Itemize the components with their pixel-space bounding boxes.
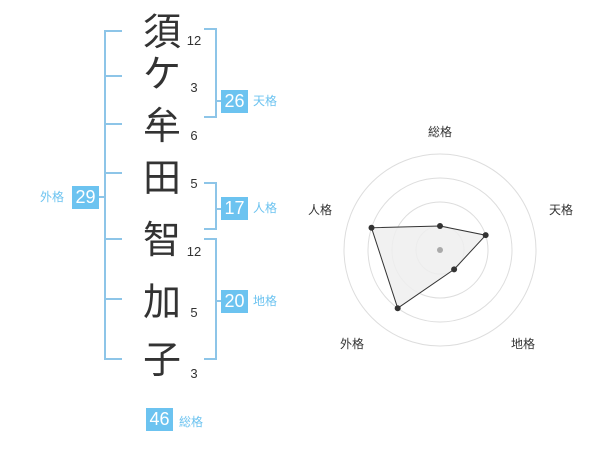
radar-center-point — [437, 247, 443, 253]
soukaku-label: 総格 — [179, 415, 204, 429]
radar-label-chikaku: 地格 — [511, 337, 536, 351]
name-char-1: 須 — [142, 10, 181, 54]
tenkaku-value: 26 — [221, 90, 248, 113]
radar-point-1 — [437, 223, 443, 229]
radar-label-soukaku: 総格 — [428, 125, 453, 139]
stroke-count-2: 3 — [190, 80, 198, 95]
radar-label-gaikaku: 外格 — [340, 337, 365, 351]
name-char-4: 田 — [142, 156, 181, 200]
name-char-3: 牟 — [142, 104, 181, 148]
stroke-count-1: 12 — [186, 33, 202, 48]
name-char-6: 加 — [142, 280, 181, 324]
soukaku-value: 46 — [146, 408, 173, 431]
chikaku-label: 地格 — [253, 294, 278, 308]
jinkaku-value: 17 — [221, 197, 248, 220]
radar-value-polygon — [370, 225, 487, 309]
gaikaku-value: 29 — [72, 186, 99, 209]
stroke-count-5: 12 — [186, 244, 202, 259]
radar-grid-ring — [343, 153, 537, 347]
radar-point-5 — [368, 224, 375, 231]
gaikaku-label: 外格 — [40, 190, 65, 204]
stroke-count-7: 3 — [190, 366, 198, 381]
radar-point-4 — [394, 305, 401, 312]
radar-point-2 — [482, 232, 489, 239]
radar-grid-ring — [367, 177, 513, 323]
name-char-5: 智 — [142, 218, 181, 262]
jinkaku-label: 人格 — [253, 201, 278, 215]
name-char-2: ケ — [142, 52, 181, 96]
stroke-count-4: 5 — [190, 176, 198, 191]
name-char-7: 子 — [142, 338, 181, 382]
radar-point-3 — [451, 266, 458, 273]
stroke-count-6: 5 — [190, 305, 198, 320]
radar-label-tenkaku: 天格 — [549, 203, 574, 217]
stroke-count-3: 6 — [190, 128, 198, 143]
radar-label-jinkaku: 人格 — [308, 203, 333, 217]
chikaku-value: 20 — [221, 290, 248, 313]
tenkaku-label: 天格 — [253, 94, 278, 108]
